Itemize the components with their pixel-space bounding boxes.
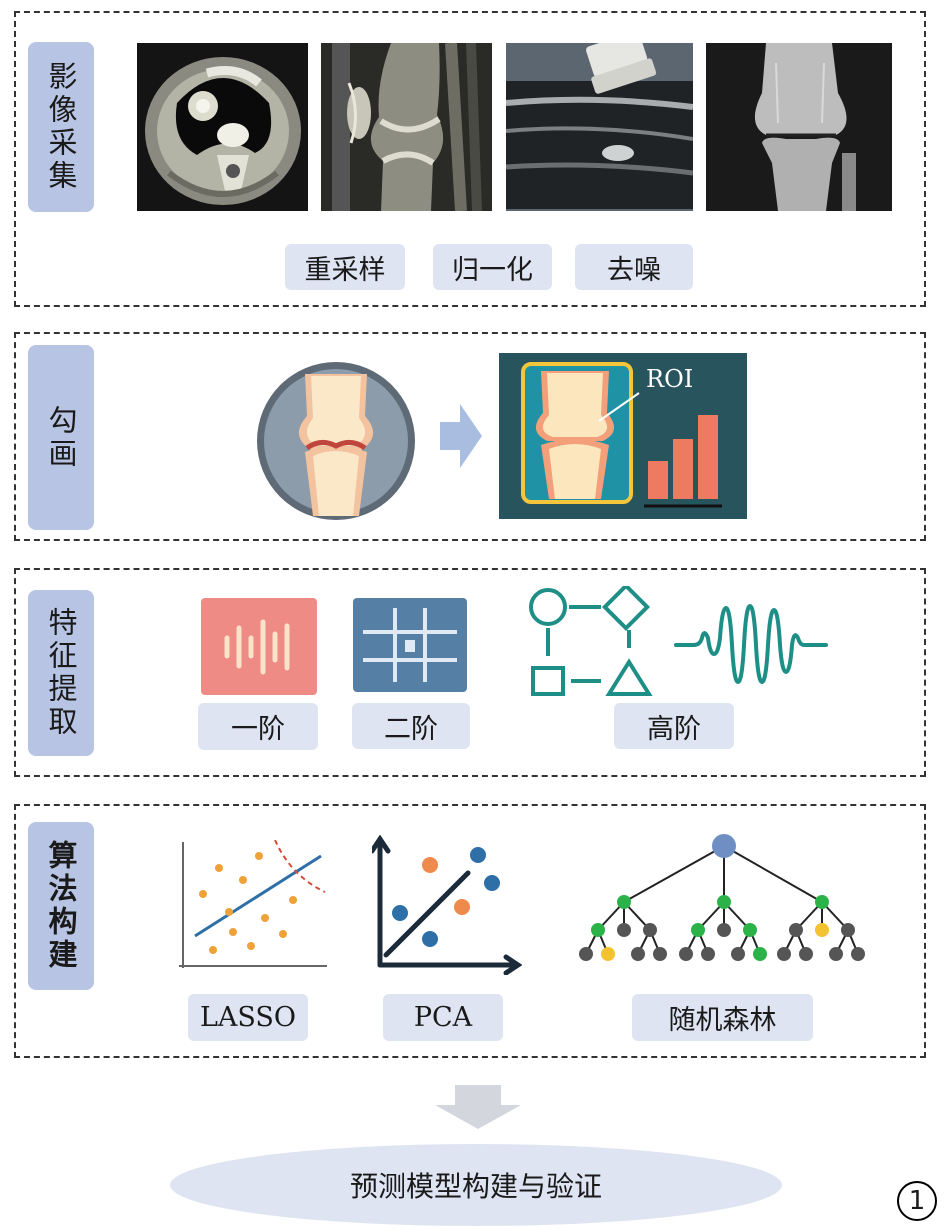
random-forest-icon	[579, 834, 865, 961]
first-order-icon	[201, 598, 317, 695]
knee-joint-icon	[257, 362, 415, 520]
panel-segmentation	[14, 332, 926, 541]
tag-random-forest: 随机森林	[632, 994, 813, 1041]
final-stage-label: 预测模型构建与验证	[349, 1170, 602, 1203]
tag-lasso: LASSO	[188, 994, 308, 1041]
tag-denoise: 去噪	[575, 244, 693, 290]
arrow-right-icon	[440, 404, 482, 468]
ultrasound-image	[506, 43, 693, 211]
high-order-shapes-icon	[529, 586, 653, 696]
arrow-down-icon	[435, 1085, 521, 1129]
tag-first-order: 一阶	[198, 703, 318, 750]
label-feature-extraction-text: 特征提取	[44, 607, 78, 739]
tag-pca: PCA	[383, 994, 503, 1041]
second-order-icon	[353, 598, 467, 692]
panel-image-acquisition	[14, 11, 926, 307]
lasso-plot-icon	[179, 840, 327, 968]
wavelet-icon	[674, 603, 828, 685]
label-feature-extraction: 特征提取	[28, 590, 94, 756]
pca-plot-icon	[372, 835, 522, 975]
panel-algorithm	[14, 804, 926, 1058]
label-image-acquisition: 影像采集	[28, 42, 94, 212]
ct-scan-image	[137, 43, 308, 211]
label-image-acquisition-text: 影像采集	[44, 61, 78, 193]
panel-feature-extraction	[14, 568, 926, 777]
xray-image	[706, 43, 892, 211]
figure-number: 1	[897, 1181, 937, 1221]
label-algorithm: 算法构建	[28, 822, 94, 990]
label-algorithm-text: 算法构建	[44, 840, 78, 972]
tag-normalization: 归一化	[433, 244, 552, 290]
label-segmentation-text: 勾画	[44, 404, 78, 471]
tag-high-order: 高阶	[614, 703, 734, 749]
label-segmentation: 勾画	[28, 345, 94, 530]
roi-chart-icon	[499, 353, 747, 519]
final-stage-ellipse: 预测模型构建与验证	[170, 1144, 782, 1226]
tag-second-order: 二阶	[352, 703, 470, 749]
knee-mri-image	[321, 43, 492, 211]
tag-resampling: 重采样	[285, 244, 405, 290]
roi-label: ROI	[646, 365, 694, 393]
